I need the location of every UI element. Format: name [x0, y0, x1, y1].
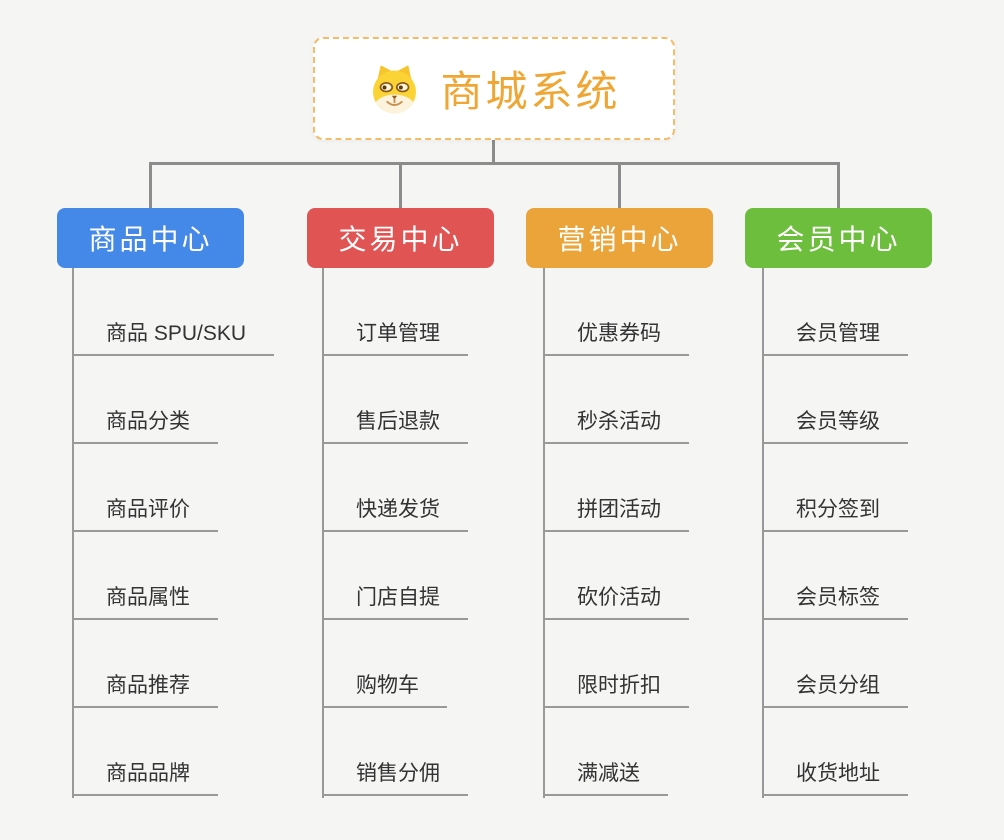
connector-bus	[149, 162, 840, 165]
branch-line-members	[762, 268, 764, 798]
list-item[interactable]: 限时折扣	[543, 620, 689, 708]
list-item[interactable]: 商品属性	[72, 532, 274, 620]
item-label[interactable]: 秒杀活动	[543, 405, 689, 444]
dog-face-icon	[367, 61, 422, 116]
list-item[interactable]: 会员标签	[762, 532, 908, 620]
list-item[interactable]: 售后退款	[322, 356, 468, 444]
item-label[interactable]: 订单管理	[322, 317, 468, 356]
item-label[interactable]: 会员标签	[762, 581, 908, 620]
item-label[interactable]: 商品 SPU/SKU	[72, 317, 275, 356]
list-item[interactable]: 会员等级	[762, 356, 908, 444]
item-label[interactable]: 优惠券码	[543, 317, 689, 356]
item-label[interactable]: 商品评价	[72, 493, 218, 532]
connector-root-stem	[492, 139, 495, 164]
branch-items-trade: 订单管理 售后退款 快递发货 门店自提 购物车 销售分佣	[322, 268, 468, 796]
list-item[interactable]: 商品推荐	[72, 620, 274, 708]
item-label[interactable]: 满减送	[543, 757, 668, 796]
branch-node-products[interactable]: 商品中心	[57, 208, 244, 268]
list-item[interactable]: 订单管理	[322, 268, 468, 356]
list-item[interactable]: 快递发货	[322, 444, 468, 532]
connector-drop-marketing	[618, 164, 621, 210]
item-label[interactable]: 商品推荐	[72, 669, 218, 708]
item-label[interactable]: 拼团活动	[543, 493, 689, 532]
list-item[interactable]: 秒杀活动	[543, 356, 689, 444]
list-item[interactable]: 砍价活动	[543, 532, 689, 620]
item-label[interactable]: 限时折扣	[543, 669, 689, 708]
item-label[interactable]: 会员等级	[762, 405, 908, 444]
item-label[interactable]: 砍价活动	[543, 581, 689, 620]
branch-node-members[interactable]: 会员中心	[745, 208, 932, 268]
list-item[interactable]: 会员管理	[762, 268, 908, 356]
branch-node-marketing[interactable]: 营销中心	[526, 208, 713, 268]
item-label[interactable]: 快递发货	[322, 493, 468, 532]
list-item[interactable]: 积分签到	[762, 444, 908, 532]
list-item[interactable]: 购物车	[322, 620, 468, 708]
root-node-label: 商城系统	[440, 68, 621, 115]
connector-drop-products	[149, 164, 152, 210]
list-item[interactable]: 优惠券码	[543, 268, 689, 356]
list-item[interactable]: 销售分佣	[322, 708, 468, 796]
branch-line-trade	[322, 268, 324, 798]
list-item[interactable]: 商品 SPU/SKU	[72, 268, 275, 356]
list-item[interactable]: 门店自提	[322, 532, 468, 620]
list-item[interactable]: 会员分组	[762, 620, 908, 708]
item-label[interactable]: 积分签到	[762, 493, 908, 532]
item-label[interactable]: 商品分类	[72, 405, 218, 444]
branch-items-members: 会员管理 会员等级 积分签到 会员标签 会员分组 收货地址	[762, 268, 908, 796]
list-item[interactable]: 收货地址	[762, 708, 908, 796]
branch-items-products: 商品 SPU/SKU 商品分类 商品评价 商品属性 商品推荐 商品品牌	[72, 268, 275, 796]
item-label[interactable]: 商品品牌	[72, 757, 218, 796]
item-label[interactable]: 商品属性	[72, 581, 218, 620]
root-node[interactable]: 商城系统	[313, 37, 675, 140]
item-label[interactable]: 购物车	[322, 669, 447, 708]
connector-drop-members	[837, 164, 840, 210]
list-item[interactable]: 商品评价	[72, 444, 274, 532]
list-item[interactable]: 拼团活动	[543, 444, 689, 532]
list-item[interactable]: 商品品牌	[72, 708, 274, 796]
item-label[interactable]: 门店自提	[322, 581, 468, 620]
branch-line-marketing	[543, 268, 545, 798]
item-label[interactable]: 会员管理	[762, 317, 908, 356]
item-label[interactable]: 售后退款	[322, 405, 468, 444]
list-item[interactable]: 满减送	[543, 708, 689, 796]
list-item[interactable]: 商品分类	[72, 356, 274, 444]
branch-line-products	[72, 268, 74, 798]
item-label[interactable]: 会员分组	[762, 669, 908, 708]
connector-drop-trade	[399, 164, 402, 210]
item-label[interactable]: 销售分佣	[322, 757, 468, 796]
item-label[interactable]: 收货地址	[762, 757, 908, 796]
branch-node-trade[interactable]: 交易中心	[307, 208, 494, 268]
branch-items-marketing: 优惠券码 秒杀活动 拼团活动 砍价活动 限时折扣 满减送	[543, 268, 689, 796]
